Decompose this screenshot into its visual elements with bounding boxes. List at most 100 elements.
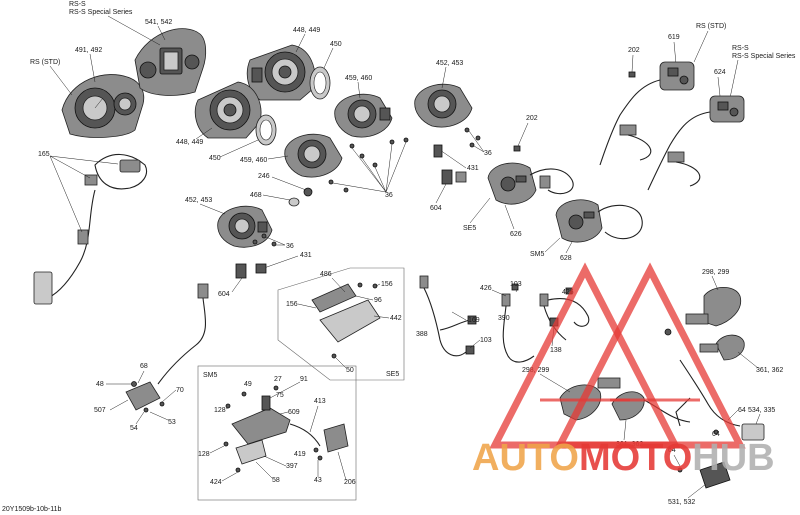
grommet-468[interactable]	[288, 197, 300, 207]
sm5-group-box	[197, 365, 357, 501]
label-part-246: 246	[258, 173, 270, 180]
handlebar-switch-se5[interactable]	[487, 162, 574, 205]
label-harness-165: 165	[38, 151, 50, 158]
label-screws-36b: 36	[484, 150, 492, 157]
trim-ring-top[interactable]	[309, 66, 331, 100]
label-sm5-49: 49	[244, 381, 252, 388]
label-proj-lower: 459, 460	[240, 157, 267, 164]
label-switch-619: 619	[668, 34, 680, 41]
watermark-logo	[489, 262, 746, 449]
gauge-cluster-std[interactable]	[61, 74, 145, 138]
headlight-assembly-mid[interactable]	[194, 81, 262, 139]
label-part-626: 626	[510, 231, 522, 238]
plate-light-harness[interactable]	[675, 359, 765, 473]
sensor-507[interactable]	[125, 283, 209, 413]
clip-431-mid[interactable]	[433, 144, 443, 158]
handlebar-switch-619[interactable]	[599, 61, 695, 166]
handlebar-switch-624[interactable]	[647, 95, 745, 191]
projector-upper[interactable]	[334, 93, 393, 138]
label-harness-103b: 103	[480, 337, 492, 344]
label-sm5-206: 206	[344, 479, 356, 486]
label-rs-std-right: RS (STD)	[696, 23, 726, 30]
bulb-246[interactable]	[303, 187, 313, 197]
label-harness-426b: 426	[562, 289, 574, 296]
label-se5-tag: SE5	[386, 371, 399, 378]
label-signal-361-top: 361, 362	[756, 367, 783, 374]
label-se5-50: 50	[346, 367, 354, 374]
connector-604-low[interactable]	[235, 263, 247, 279]
label-harness-103a: 103	[510, 281, 522, 288]
label-sm5-128a: 128	[214, 407, 226, 414]
label-rs-std-left: RS (STD)	[30, 59, 60, 66]
label-clip-431-low: 431	[300, 252, 312, 259]
label-part-468: 468	[250, 192, 262, 199]
harness-165[interactable]	[33, 153, 148, 305]
label-sm5-419: 419	[294, 451, 306, 458]
label-rs-s-right: RS-S	[732, 45, 749, 52]
heat-shield-442[interactable]	[311, 282, 381, 359]
label-se5-486: 486	[320, 271, 332, 278]
connector-604-mid[interactable]	[441, 169, 453, 185]
label-clip-431-mid: 431	[467, 165, 479, 172]
label-screws-36a: 36	[385, 192, 393, 199]
label-sens-54: 54	[130, 425, 138, 432]
clip-202-right[interactable]	[628, 71, 636, 78]
label-rs-s-special-right: RS-S Special Series	[732, 53, 796, 60]
label-se5-442: 442	[390, 315, 402, 322]
label-harness-426a: 426	[480, 285, 492, 292]
label-proj-upper: 459, 460	[345, 75, 372, 82]
reflector-531[interactable]	[699, 461, 731, 489]
label-part-64c: 64	[668, 447, 676, 454]
projector-lower[interactable]	[284, 133, 343, 178]
label-part-534: 534, 335	[748, 407, 775, 414]
label-sens-53: 53	[168, 419, 176, 426]
label-ring-top: 450	[330, 41, 342, 48]
label-rs-s: RS-S	[69, 1, 86, 8]
label-sm5-27: 27	[274, 376, 282, 383]
label-screws-36c: 36	[286, 243, 294, 250]
lever-assembly-sm5[interactable]	[223, 385, 349, 473]
label-conn-604-low: 604	[218, 291, 230, 298]
harness-390[interactable]	[501, 283, 535, 363]
label-sm5-128b: 128	[198, 451, 210, 458]
label-sm5-413: 413	[314, 398, 326, 405]
label-signal-298-top: 298, 299	[702, 269, 729, 276]
label-sm5-mid: SM5	[530, 251, 545, 258]
label-se5-156b: 156	[286, 301, 298, 308]
label-sm5-75: 75	[276, 392, 284, 399]
harness-388[interactable]	[419, 275, 477, 357]
label-sens-48: 48	[96, 381, 104, 388]
projector-bottom[interactable]	[217, 205, 273, 248]
trim-ring-mid[interactable]	[255, 114, 277, 146]
label-harness-388: 388	[416, 331, 428, 338]
label-sm5-tag: SM5	[203, 372, 218, 379]
label-se5-156a: 156	[381, 281, 393, 288]
headlight-assembly-top[interactable]	[246, 44, 316, 101]
clip-431-low[interactable]	[255, 263, 267, 274]
label-sm5-609: 609	[288, 409, 300, 416]
screw-set-36[interactable]	[252, 127, 481, 247]
turn-signal-rear-right[interactable]	[699, 334, 745, 361]
se5-group-box	[277, 267, 405, 381]
label-switch-624: 624	[714, 69, 726, 76]
label-se5-mid: SE5	[463, 225, 476, 232]
label-sens-70: 70	[176, 387, 184, 394]
label-clip-202-mid: 202	[526, 115, 538, 122]
label-gauge-sport: 541, 542	[145, 19, 172, 26]
label-headlight-mid: 448, 449	[176, 139, 203, 146]
label-clip-202-right: 202	[628, 47, 640, 54]
label-part-628: 628	[560, 255, 572, 262]
label-sm5-91: 91	[300, 376, 308, 383]
label-sm5-43: 43	[314, 477, 322, 484]
label-harness-390: 390	[498, 315, 510, 322]
turn-signal-front-right[interactable]	[664, 286, 742, 336]
projector-far[interactable]	[414, 83, 473, 128]
clip-202-mid[interactable]	[513, 145, 521, 152]
label-conn-604-mid: 604	[430, 205, 442, 212]
label-part-531: 531, 532	[668, 499, 695, 506]
gauge-cluster-sport[interactable]	[134, 28, 207, 96]
handlebar-switch-sm5[interactable]	[555, 199, 643, 243]
label-sm5-424: 424	[210, 479, 222, 486]
label-gauge-std: 491, 492	[75, 47, 102, 54]
